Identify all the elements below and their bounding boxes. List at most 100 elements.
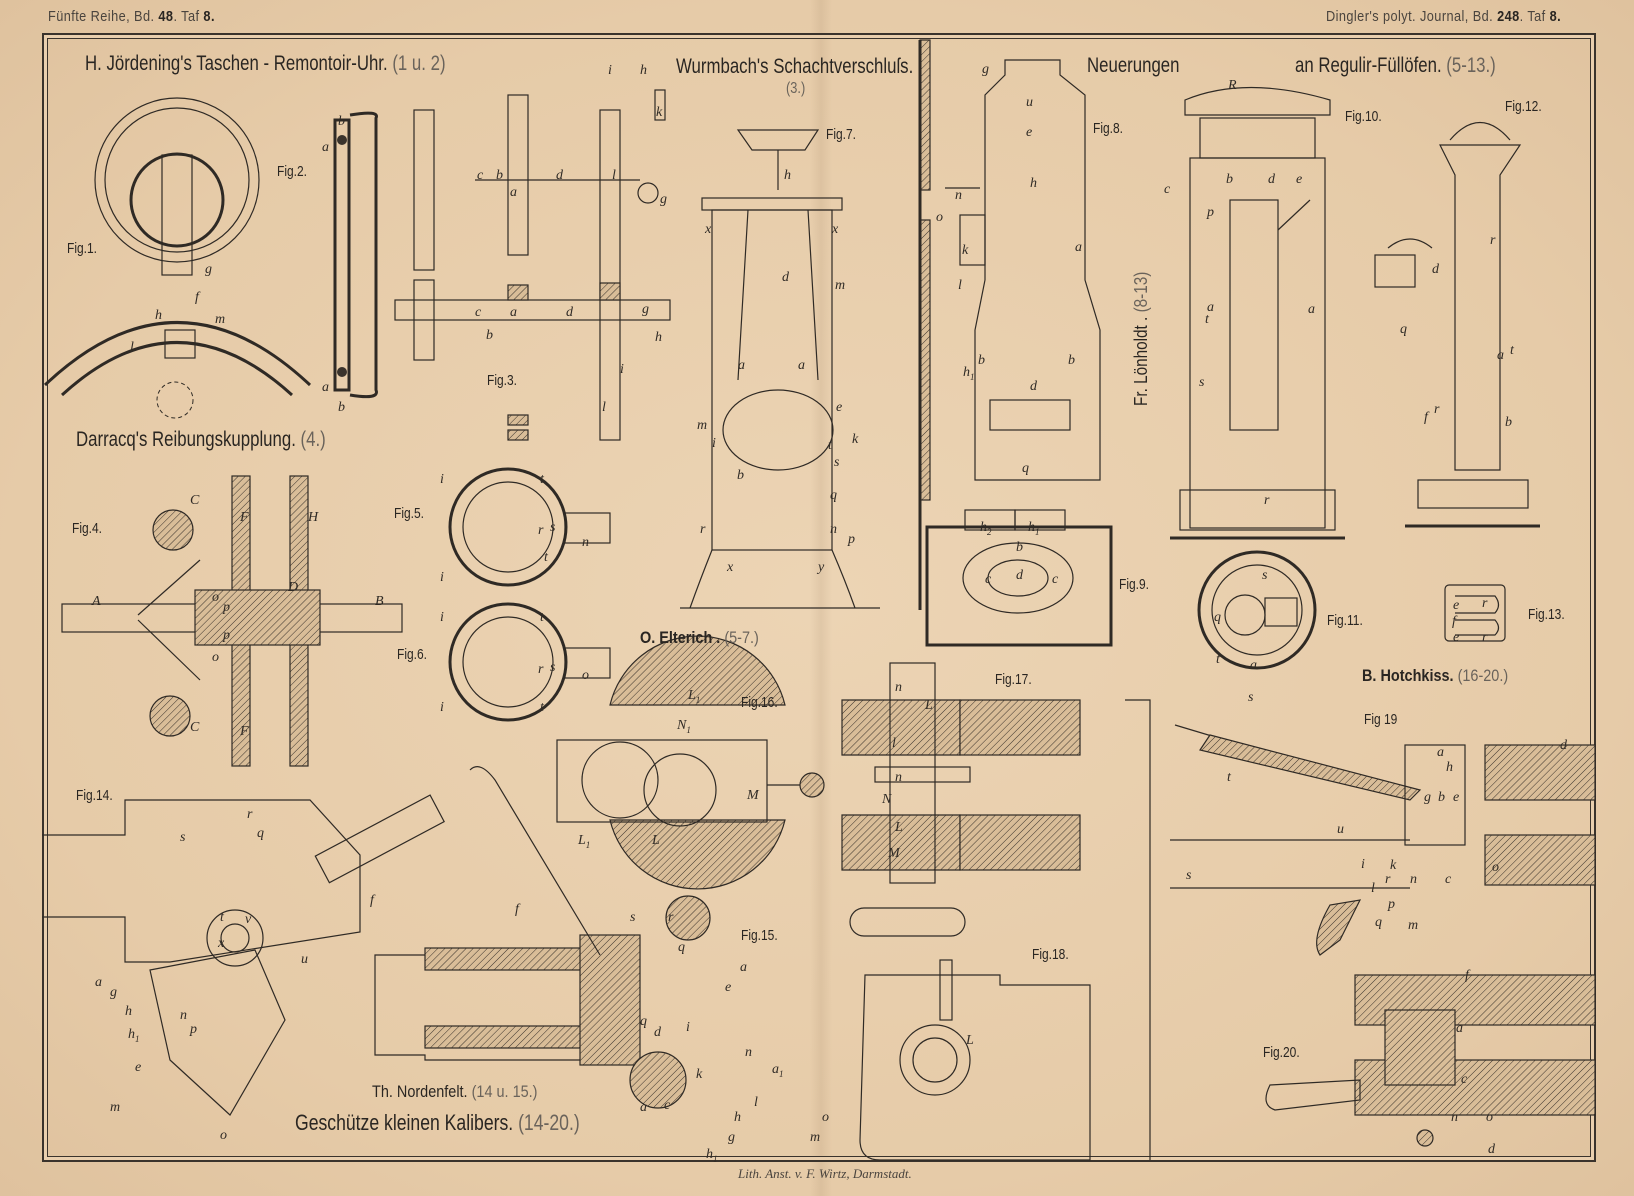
fig7-part-letter: n xyxy=(830,522,837,537)
fig14-part-letter: o xyxy=(220,1128,227,1143)
fig7-part-letter: x xyxy=(705,222,712,237)
title-joerdening-ref: (1 u. 2) xyxy=(392,52,446,75)
fig3-part-letter: a xyxy=(510,305,517,320)
fig7-part-letter: q xyxy=(830,488,837,503)
fig7-part-letter: s xyxy=(834,455,840,470)
fig3-part-letter: d xyxy=(566,305,573,320)
fig7-part-letter: i xyxy=(712,436,716,451)
fig8-part-letter: b xyxy=(978,353,985,368)
fig2-part-letter: b xyxy=(338,400,345,415)
author-nordenfelt-text: Th. Nordenfelt. xyxy=(372,1082,468,1101)
fig-label-3: Fig.3. xyxy=(487,372,518,389)
fig9-grate-plan xyxy=(925,509,1113,647)
fig14-part-letter: m xyxy=(110,1100,121,1115)
fig19-part-letter: n xyxy=(1410,872,1417,887)
fig5-part-letter: t xyxy=(544,550,548,565)
fig9-part-letter: b xyxy=(1016,540,1023,555)
fig17-part-letter: n xyxy=(895,770,902,785)
fig7-part-letter: e xyxy=(836,400,843,415)
title-regulir-text: an Regulir-Füllöfen. xyxy=(1295,54,1442,77)
fig15-part-letter: q xyxy=(640,1014,647,1029)
fig7-stove xyxy=(680,129,880,609)
fig7-part-letter: a xyxy=(798,358,805,373)
fig7-part-letter: p xyxy=(848,532,855,547)
fig3-part-letter: b xyxy=(486,328,493,343)
fig-label-10: Fig.10. xyxy=(1345,108,1382,125)
fig4-part-letter: p xyxy=(223,600,230,615)
fig10-part-letter: c xyxy=(1164,182,1171,197)
fig8-part-letter: g xyxy=(982,62,989,77)
fig5-part-letter: t xyxy=(540,472,544,487)
fig3-part-letter: i xyxy=(608,63,612,78)
lithographer-imprint: Lith. Anst. v. F. Wirtz, Darmstadt. xyxy=(738,1166,912,1181)
fig14-part-letter: h1 xyxy=(128,1027,140,1044)
title-neuerungen: Neuerungen xyxy=(1087,54,1180,77)
fig5-part-letter: n xyxy=(582,535,589,550)
fig7-part-letter: y xyxy=(818,560,825,575)
fig19-part-letter: u xyxy=(1337,822,1344,837)
fig15-part-letter: d xyxy=(654,1025,661,1040)
header-right: Dingler's polyt. Journal, Bd. 248. Taf 8… xyxy=(1326,8,1562,25)
fig20-part-letter: c xyxy=(1461,1072,1468,1087)
fig12-part-letter: q xyxy=(1400,322,1407,337)
fig-label-16: Fig.16. xyxy=(741,694,778,711)
fig13-part-letter: r xyxy=(1482,596,1488,611)
fig9-part-letter: d xyxy=(1016,568,1023,583)
fig3-part-letter: d xyxy=(556,168,563,183)
fig10-part-letter: a xyxy=(1308,302,1315,317)
fig13-flue xyxy=(1444,584,1506,642)
title-darracq-text: Darracq's Reibungskupplung. xyxy=(76,428,296,451)
fig14-part-letter: p xyxy=(190,1022,197,1037)
fig8-part-letter: l xyxy=(958,278,962,293)
fig8-part-letter: h xyxy=(1030,176,1037,191)
fig1-part-letter: g xyxy=(205,262,212,277)
fig10-part-letter: a xyxy=(1207,300,1214,315)
fig-label-7: Fig.7. xyxy=(826,126,857,143)
fig15-part-letter: o xyxy=(822,1110,829,1125)
fig4-part-letter: C xyxy=(190,720,200,735)
fig7-part-letter: d xyxy=(782,270,789,285)
title-joerdening-text: H. Jördening's Taschen - Remontoir-Uhr. xyxy=(85,52,388,75)
fig11-part-letter: s xyxy=(1262,568,1268,583)
fig13-part-letter: e xyxy=(1453,598,1460,613)
fig7-part-letter: r xyxy=(700,522,706,537)
fig19-part-letter: k xyxy=(1390,858,1397,873)
fig19-part-letter: a xyxy=(1437,745,1444,760)
fig18-breech xyxy=(859,959,1091,1161)
fig15-part-letter: q xyxy=(678,940,685,955)
fig14-part-letter: x xyxy=(218,936,225,951)
fig-label-17: Fig.17. xyxy=(995,671,1032,688)
fig4-part-letter: B xyxy=(375,594,384,609)
fig20-part-letter: o xyxy=(1486,1110,1493,1125)
fig19-part-letter: l xyxy=(1371,881,1375,896)
fig-label-9: Fig.9. xyxy=(1119,576,1150,593)
fig14-part-letter: u xyxy=(301,952,308,967)
fig14-part-letter: r xyxy=(247,807,253,822)
fig2-part-letter: b xyxy=(338,114,345,129)
title-geschuetze-ref: (14-20.) xyxy=(518,1110,580,1135)
fig7-part-letter: a xyxy=(738,358,745,373)
fig7-part-letter: m xyxy=(697,418,708,433)
fig19-part-letter: c xyxy=(1445,872,1452,887)
fig-label-1: Fig.1. xyxy=(67,240,98,257)
fig10-part-letter: t xyxy=(1205,312,1209,327)
fig19-part-letter: t xyxy=(1227,770,1231,785)
fig6-part-letter: t xyxy=(540,700,544,715)
fig11-part-letter: a xyxy=(1250,658,1257,673)
fig8-part-letter: d xyxy=(1030,379,1037,394)
fig12-part-letter: r xyxy=(1434,402,1440,417)
fig9-part-letter: c xyxy=(985,572,992,587)
fig12-part-letter: b xyxy=(1505,415,1512,430)
fig4-part-letter: F xyxy=(240,724,249,739)
fig8-stove xyxy=(919,39,1101,501)
fig8-part-letter: h1 xyxy=(963,365,975,382)
fig4-part-letter: C xyxy=(190,493,200,508)
fig4-part-letter: o xyxy=(212,590,219,605)
fig6-part-letter: o xyxy=(582,668,589,683)
fig15-part-letter: g xyxy=(728,1130,735,1145)
header-left-plate-prefix: Taf xyxy=(181,8,200,25)
fig12-part-letter: d xyxy=(1432,262,1439,277)
fig-label-18: Fig.18. xyxy=(1032,946,1069,963)
fig5-part-letter: i xyxy=(440,472,444,487)
fig8-part-letter: b xyxy=(1068,353,1075,368)
